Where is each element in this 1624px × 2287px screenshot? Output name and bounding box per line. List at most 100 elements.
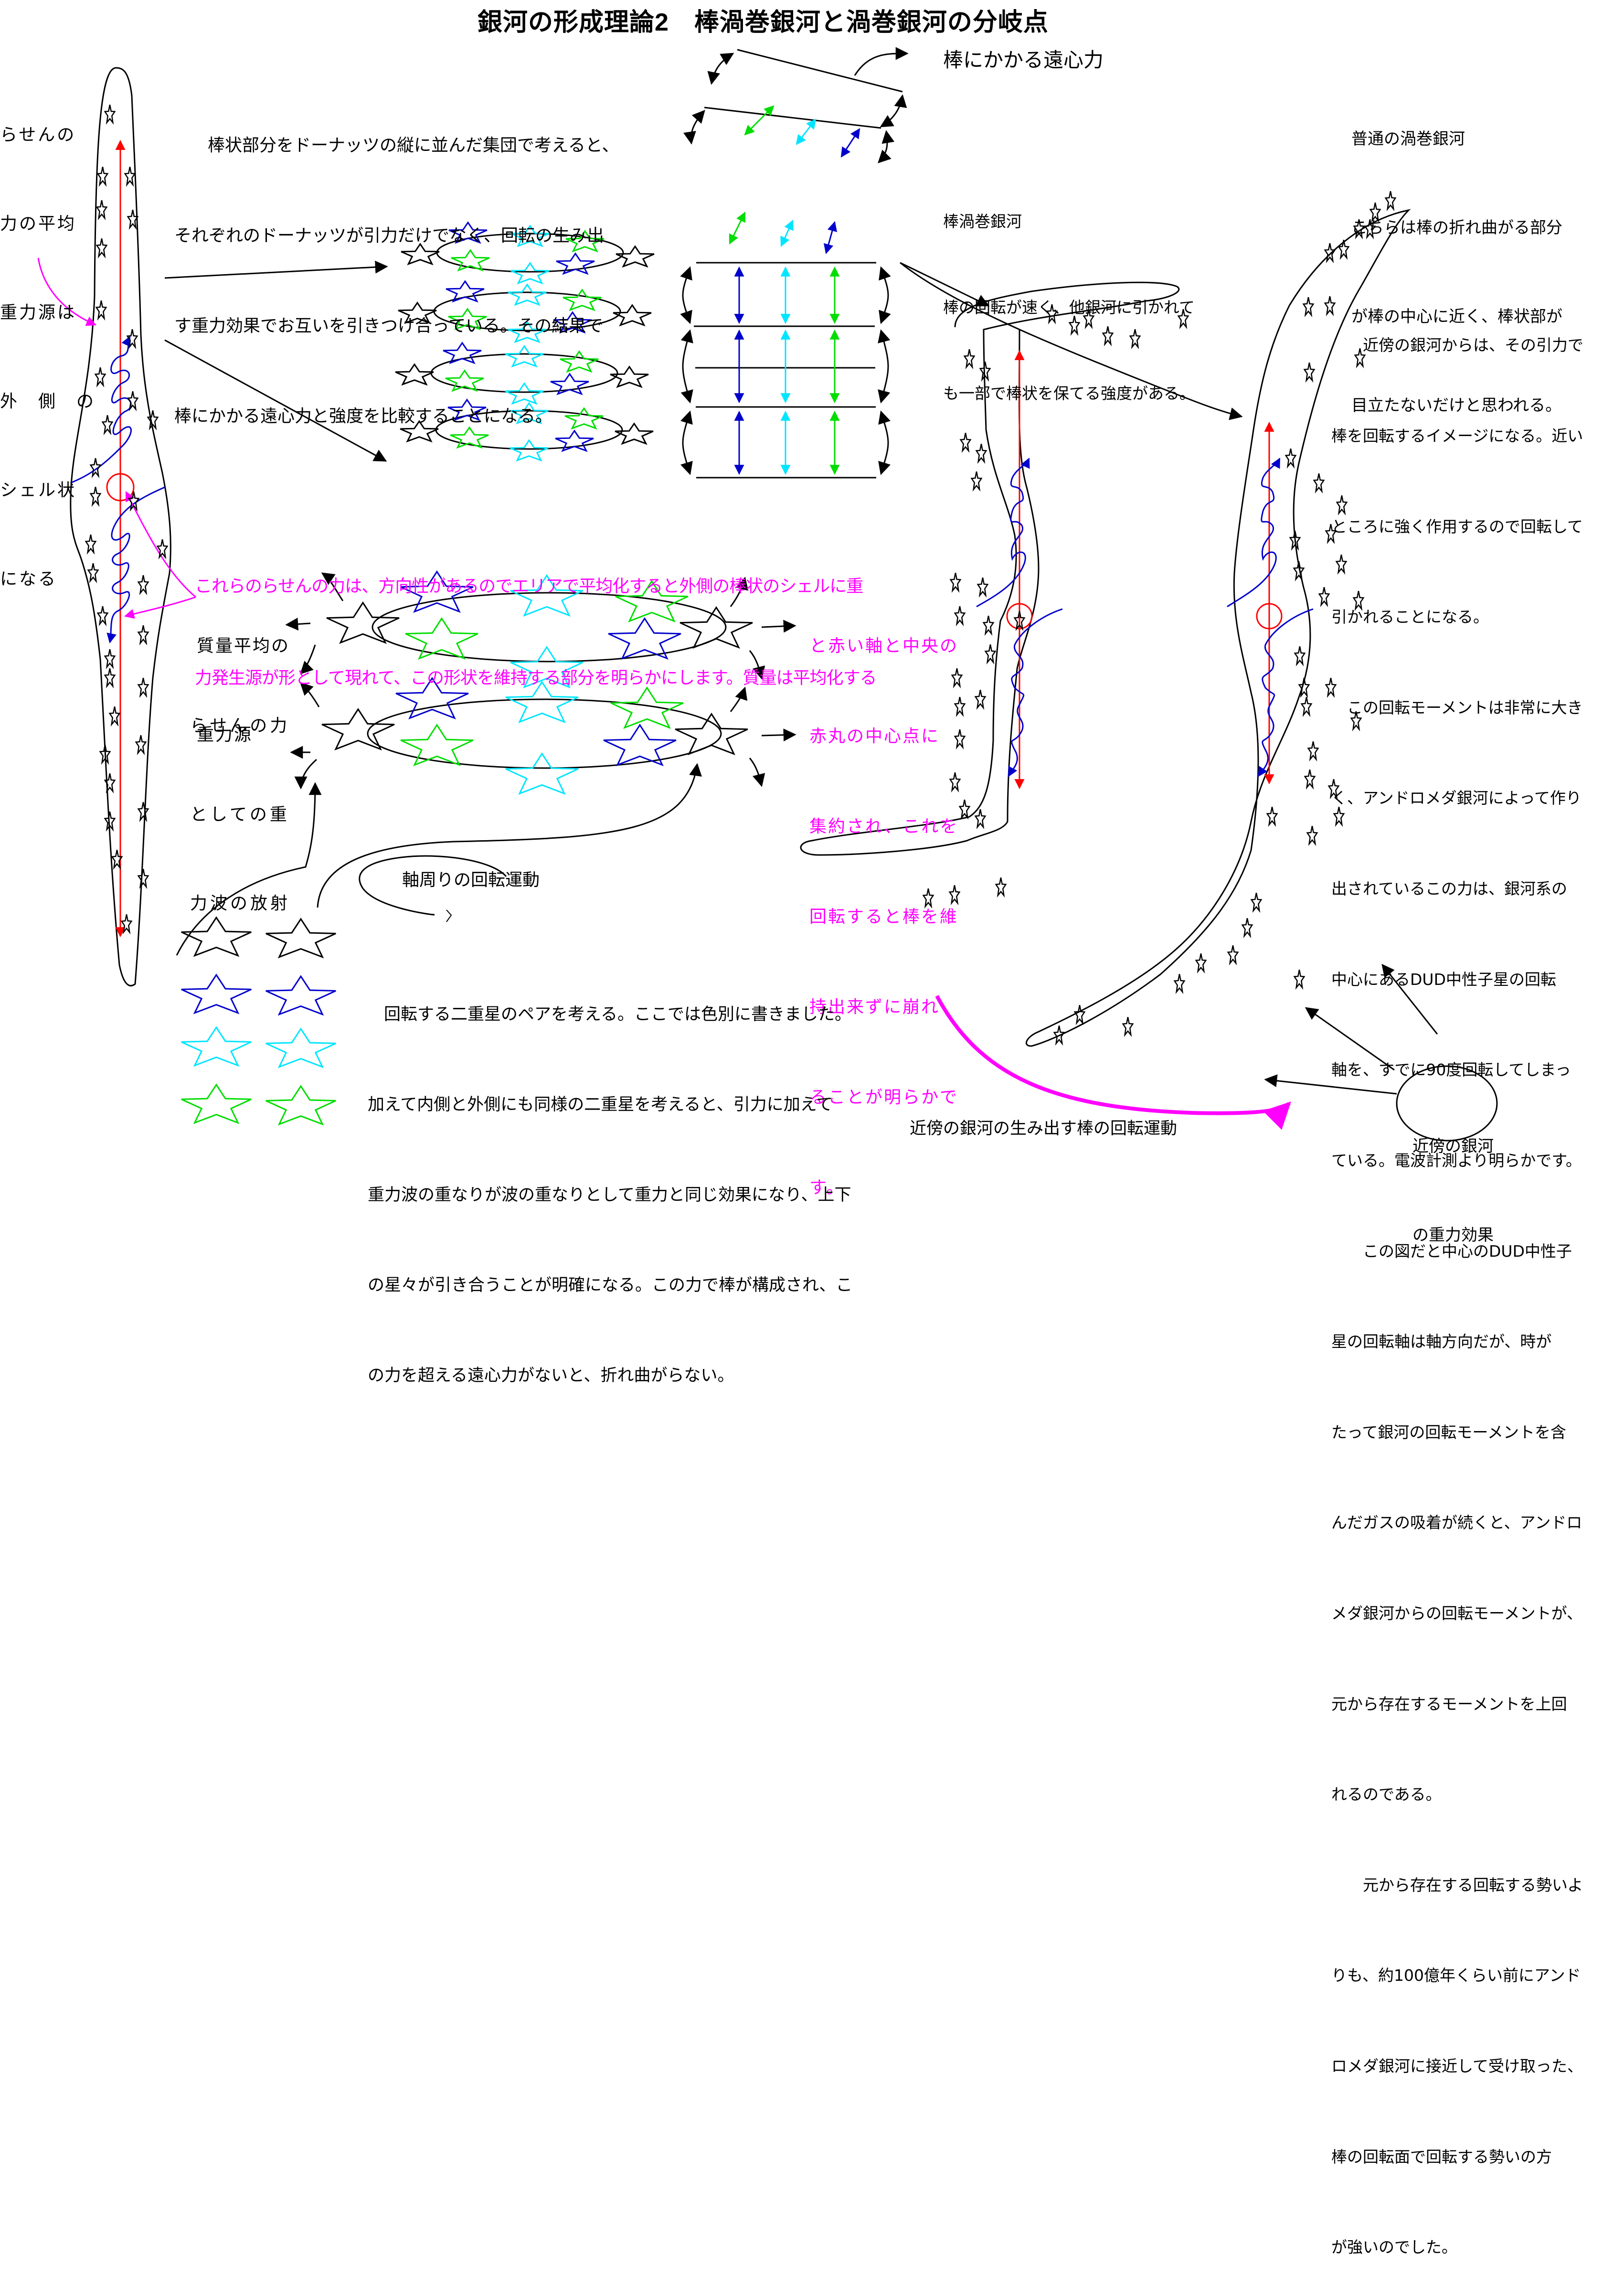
paragraph-line: これらのらせんの力は、方向性があるのでエリアで平均化すると外側の棒状のシェルに重 [195, 577, 863, 596]
star-icon [111, 850, 123, 870]
star-icon [1353, 219, 1365, 240]
star-icon [679, 606, 753, 649]
star-icon [127, 492, 140, 512]
star-icon [505, 382, 544, 405]
left-magenta-pointer-upper [125, 491, 196, 598]
rotation-double-arrow [683, 109, 705, 145]
star-icon [510, 224, 550, 247]
star-icon [560, 350, 599, 373]
star-icon [395, 363, 434, 386]
star-icon [508, 283, 547, 306]
star-icon [87, 563, 99, 584]
large-donut-pair [321, 570, 753, 795]
star-icon [104, 649, 116, 670]
star-icon [613, 304, 652, 327]
star-icon [265, 1027, 336, 1069]
star-icon [1294, 646, 1306, 667]
star-icon [398, 301, 437, 324]
gravity-wave-radiation-arrows [285, 572, 796, 790]
star-icon [400, 724, 474, 767]
star-icon [1195, 953, 1207, 974]
axis-rotation-label: 軸周りの回転運動 [402, 870, 540, 890]
star-icon [1241, 918, 1253, 939]
star-icon [1177, 309, 1189, 330]
star-icon [137, 575, 149, 596]
rotation-arrow-left [176, 782, 322, 956]
star-icon [608, 617, 681, 660]
star-icon [1073, 1005, 1086, 1026]
star-icon [321, 708, 395, 751]
radiation-arrow [300, 682, 320, 707]
star-icon [1318, 587, 1330, 608]
rotation-arrow-right [317, 763, 702, 908]
star-icon [265, 1085, 336, 1126]
left-galaxy-outline [70, 67, 171, 987]
donut-intro-paragraph: 棒状部分をドーナッツの縦に並んだ集団で考えると、 それぞれのドーナッツが引力だけ… [174, 70, 619, 461]
rotation-double-arrow [878, 329, 891, 404]
star-icon [181, 1083, 252, 1124]
radiation-arrow [730, 686, 748, 712]
star-icon [181, 1026, 252, 1067]
star-icon [401, 243, 440, 266]
axis-rotation-loop [359, 855, 507, 916]
star-icon [505, 752, 579, 795]
star-icon [610, 365, 649, 388]
normal-spiral-description: 普通の渦巻銀河 こちらは棒の折れ曲がる部分 が棒の中心に近く、棒状部が 目立たな… [1351, 65, 1562, 450]
paragraph-line: この回転モーメントは非常に大き [1331, 698, 1583, 717]
star-icon [137, 678, 149, 698]
normal-spiral-outline [1025, 209, 1411, 1047]
star-icon [951, 668, 963, 689]
star-icon [949, 573, 962, 593]
star-icon [1293, 970, 1306, 990]
star-icon [94, 367, 106, 388]
nearby-arrow-1 [1264, 1074, 1397, 1095]
star-icon [1046, 304, 1058, 325]
paragraph-line: 集約され、これを [809, 817, 959, 836]
barred-spiral-heading: 棒渦巻銀河 [943, 212, 1022, 231]
star-icon [1284, 449, 1297, 469]
star-icon [1354, 348, 1366, 369]
paragraph-line: んだガスの吸着が続くと、アンドロ [1331, 1513, 1582, 1532]
star-icon [450, 426, 489, 449]
nearby-galaxy-circle [1396, 1065, 1498, 1142]
star-icon [975, 444, 987, 464]
left-helix-upper [71, 336, 132, 483]
centrifugal-arrow [854, 47, 909, 76]
rotation-double-arrow [879, 266, 891, 324]
star-icon [979, 362, 991, 382]
left-shell-label: らせんの 力の平均 重力源は 外 側 の シェル状 になる [0, 61, 96, 624]
star-icon [265, 975, 336, 1016]
donut-stack [395, 221, 655, 462]
left-galaxy-stars [85, 105, 169, 935]
nearby-arrow-2 [1305, 1007, 1395, 1071]
force-double-arrow [729, 212, 746, 245]
paragraph-line: も一部で棒状を保てる強度がある。 [943, 384, 1195, 403]
star-icon [974, 809, 987, 830]
barred-red-center-circle [1006, 603, 1033, 630]
star-icon [445, 369, 484, 392]
star-icon [948, 885, 961, 906]
donut-ring [395, 342, 649, 405]
star-icon [127, 391, 139, 412]
star-icon [443, 342, 482, 364]
force-double-arrow [744, 105, 775, 136]
star-icon [505, 681, 579, 724]
star-icon [1335, 555, 1348, 575]
binary-pair-cyan [181, 1026, 336, 1069]
star-icon [1306, 826, 1318, 846]
star-icon [101, 415, 114, 436]
star-icon [1300, 697, 1313, 717]
star-icon [99, 745, 111, 765]
magenta-paragraph-wide: これらのらせんの力は、方向性があるのでエリアで平均化すると外側の棒状のシェルに重… [195, 510, 877, 724]
star-icon [1324, 243, 1336, 264]
normal-helix-upper [1227, 458, 1281, 608]
star-icon [1369, 203, 1381, 223]
radiation-arrow [294, 759, 317, 790]
barred-helix-lower [1008, 608, 1063, 777]
star-icon [564, 407, 604, 430]
left-red-center-circle [106, 473, 135, 502]
star-icon [984, 644, 997, 665]
label-line: としての重 [190, 805, 290, 824]
star-icon [104, 773, 116, 794]
star-icon [1352, 591, 1365, 611]
